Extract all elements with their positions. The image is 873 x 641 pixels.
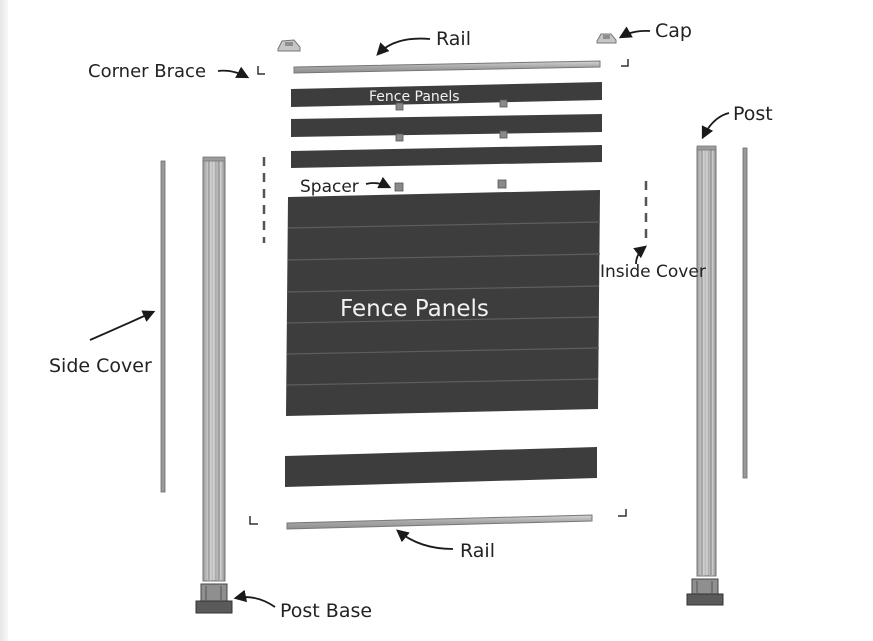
- fence-panel-top-3: [291, 145, 602, 168]
- arrow-spacer: [365, 176, 392, 189]
- fence-panel-stack: [286, 190, 601, 416]
- post-base-right: [686, 578, 724, 606]
- label-side-cover: Side Cover: [49, 355, 152, 377]
- arrow-corner-brace: [217, 66, 250, 79]
- side-cover-left: [160, 160, 166, 493]
- label-cap: Cap: [655, 20, 692, 42]
- top-rail: [293, 60, 601, 74]
- arrow-post: [701, 112, 730, 140]
- arrow-side-cover: [89, 310, 156, 341]
- label-corner-brace: Corner Brace: [88, 61, 206, 82]
- cap-left: [277, 39, 301, 52]
- spacer: [394, 182, 404, 192]
- corner-brace-bottom-left: [249, 516, 258, 525]
- fence-panel-bottom: [285, 447, 597, 487]
- spacer-right: [497, 179, 507, 189]
- corner-brace-bottom-right: [618, 509, 627, 517]
- spacers-upper: [395, 99, 508, 142]
- post-base-left: [195, 583, 233, 614]
- cap-right: [596, 33, 617, 44]
- label-inside-cover: Inside Cover: [600, 262, 706, 282]
- left-border: [0, 0, 8, 641]
- post-left: [202, 156, 226, 582]
- corner-brace-top-right: [621, 59, 629, 67]
- post-right: [696, 145, 717, 577]
- label-post: Post: [733, 103, 773, 125]
- arrow-rail-bottom: [396, 529, 454, 550]
- label-fence-panels-top: Fence Panels: [369, 89, 460, 105]
- label-rail-top: Rail: [436, 28, 471, 50]
- arrow-rail-top: [376, 37, 431, 56]
- arrow-post-base: [233, 589, 276, 608]
- label-rail-bottom: Rail: [460, 540, 495, 562]
- label-spacer: Spacer: [300, 177, 359, 197]
- fence-panel-top-1: [291, 82, 602, 107]
- label-post-base: Post Base: [280, 600, 372, 622]
- label-fence-panels-main: Fence Panels: [340, 296, 489, 322]
- arrow-inside-cover: [633, 245, 647, 265]
- arrow-cap: [618, 26, 651, 39]
- side-cover-right: [742, 147, 748, 479]
- corner-brace-top-left: [257, 66, 265, 75]
- fence-panel-top-2: [291, 114, 602, 137]
- bottom-rail: [286, 514, 593, 530]
